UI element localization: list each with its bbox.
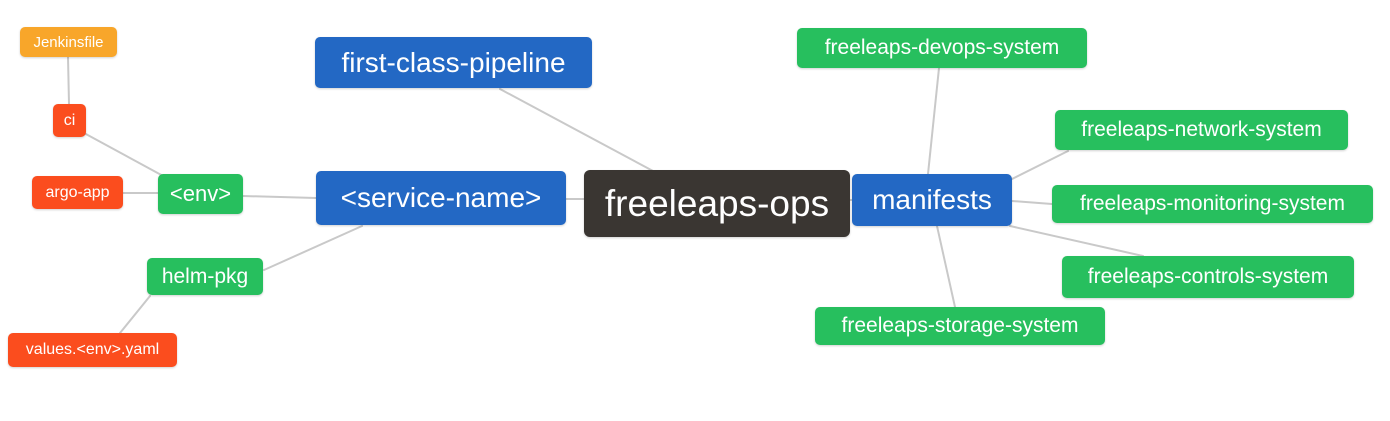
node-first-class-pipeline[interactable]: first-class-pipeline (315, 37, 592, 88)
node-freeleaps-ops-root[interactable]: freeleaps-ops (584, 170, 850, 237)
edge-manifests-devops (927, 67, 940, 175)
edge-manifests-storage (936, 225, 956, 308)
edge-ci-env (83, 132, 166, 178)
node-env[interactable]: <env> (158, 174, 243, 214)
node-values-env-yaml[interactable]: values.<env>.yaml (8, 333, 177, 367)
node-ci[interactable]: ci (53, 104, 86, 137)
node-jenkinsfile[interactable]: Jenkinsfile (20, 27, 117, 57)
node-service-name[interactable]: <service-name> (316, 171, 566, 225)
node-manifests[interactable]: manifests (852, 174, 1012, 226)
node-network-system[interactable]: freeleaps-network-system (1055, 110, 1348, 150)
edge-env-service-name (242, 195, 317, 199)
edge-manifests-monitoring (1011, 200, 1053, 205)
node-monitoring-system[interactable]: freeleaps-monitoring-system (1052, 185, 1373, 223)
node-storage-system[interactable]: freeleaps-storage-system (815, 307, 1105, 345)
node-controls-system[interactable]: freeleaps-controls-system (1062, 256, 1354, 298)
node-helm-pkg[interactable]: helm-pkg (147, 258, 263, 295)
edge-manifests-network (1011, 150, 1069, 180)
edge-helm-pkg-values (119, 295, 151, 334)
edge-manifests-controls (1009, 225, 1144, 257)
node-argo-app[interactable]: argo-app (32, 176, 123, 209)
edge-helm-pkg-service-name (263, 225, 363, 271)
edge-jenkinsfile-ci (67, 56, 70, 105)
node-devops-system[interactable]: freeleaps-devops-system (797, 28, 1087, 68)
edge-pipeline-root (499, 88, 654, 172)
